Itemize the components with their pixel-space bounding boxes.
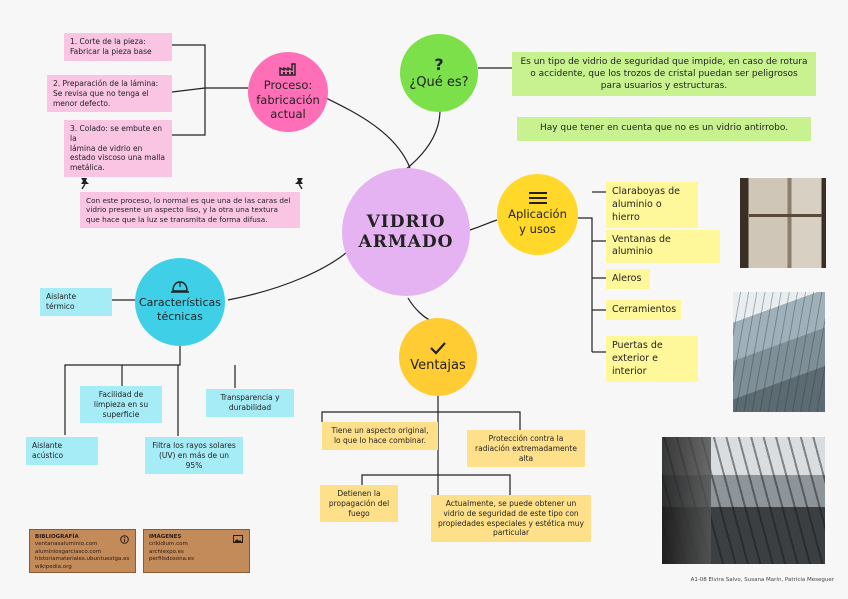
proceso-label-line1: Proceso: <box>263 78 313 93</box>
que-es-definition: Es un tipo de vidrio de seguridad que im… <box>512 52 816 97</box>
proceso-step-2-line1: 2. Preparación de la lámina: <box>53 79 159 88</box>
center-node: VIDRIO ARMADO <box>342 168 470 296</box>
que-es-note: Hay que tener en cuenta que no es un vid… <box>517 117 811 141</box>
caracteristicas-item-5: Filtra los rayos solares (UV) en más de … <box>145 437 243 475</box>
proceso-step-2: 2. Preparación de la lámina: Se revisa q… <box>47 75 172 113</box>
caracteristicas-item-4: Aislante acústico <box>26 437 98 465</box>
aplicacion-item-2: Ventanas de aluminio <box>606 230 720 263</box>
bibliografia-title: BIBLIOGRAFÍA <box>35 534 79 540</box>
proceso-note: Con este proceso, lo normal es que una d… <box>80 192 300 229</box>
ventajas-item-2: Protección contra la radiación extremada… <box>467 430 585 468</box>
caracteristicas-label-line1: Características <box>138 296 221 310</box>
caracteristicas-item-3: Transparencia y durabilidad <box>206 389 294 417</box>
bibliografia-line-2: aluminiosgarciasco.com <box>35 548 102 555</box>
aplicacion-item-3: Aleros <box>606 269 650 290</box>
que-es-label: ¿Qué es? <box>409 74 469 90</box>
hard-hat-icon <box>171 281 189 294</box>
proceso-label-line3: actual <box>270 107 306 122</box>
ventajas-node: Ventajas <box>399 318 477 396</box>
ventajas-label: Ventajas <box>410 358 466 373</box>
proceso-step-1: 1. Corte de la pieza: Fabricar la pieza … <box>64 33 172 61</box>
proceso-step-3: 3. Colado: se embute en la lámina de vid… <box>64 120 172 177</box>
factory-icon <box>279 63 296 77</box>
pushpin-icon-right <box>295 178 303 190</box>
aplicacion-label-line2: y usos <box>519 222 556 236</box>
center-title-line2: ARMADO <box>358 232 454 252</box>
caracteristicas-node: Características técnicas <box>135 258 225 346</box>
pushpin-icon-left <box>81 178 89 190</box>
ventajas-item-1: Tiene un aspecto original, lo que lo hac… <box>322 422 438 450</box>
credits: A1-08 Elvira Salvo, Susana Marín, Patric… <box>690 577 834 583</box>
bibliografia-line-1: ventanasaluminio.com <box>35 541 98 548</box>
bibliografia-line-3: historiamateriales.ubuntuestga.es <box>35 556 130 563</box>
imagenes-line-2: archiexpo.es <box>149 548 184 555</box>
proceso-step-1-line2: Fabricar la pieza base <box>70 46 152 56</box>
caracteristicas-item-2: Facilidad de limpieza en su superficie <box>80 386 162 424</box>
center-title-line1: VIDRIO <box>366 212 446 232</box>
ventajas-item-3: Detienen la propagación del fuego <box>320 485 398 523</box>
proceso-node: Proceso: fabricación actual <box>248 52 328 132</box>
proceso-step-3-line2: lámina de vidrio en estado viscoso una m… <box>70 143 165 173</box>
imagenes-card: IMÁGENES crikldium.com archiexpo.es perf… <box>143 529 250 573</box>
image-icon <box>233 535 243 543</box>
proceso-step-2-line2: Se revisa que no tenga el menor defecto. <box>53 88 149 108</box>
bibliografia-card: BIBLIOGRAFÍA ventanasaluminio.com alumin… <box>29 529 136 573</box>
checkmark-icon <box>430 342 446 355</box>
caracteristicas-label-line2: técnicas <box>157 310 203 323</box>
aplicacion-item-1: Claraboyas de aluminio o hierro <box>606 182 698 229</box>
question-icon: ? <box>434 54 444 74</box>
bibliografia-line-4: wikipedia.org <box>35 563 72 570</box>
info-icon <box>120 535 129 544</box>
ventajas-item-4: Actualmente, se puede obtener un vidrio … <box>431 495 591 542</box>
proceso-step-1-line1: 1. Corte de la pieza: <box>70 37 146 46</box>
skylight-photo <box>733 292 825 412</box>
station-photo <box>662 437 825 564</box>
imagenes-line-3: perfilsdosona.es <box>149 556 194 563</box>
menu-icon <box>528 192 547 205</box>
que-es-node: ? ¿Qué es? <box>400 34 478 112</box>
imagenes-title: IMÁGENES <box>149 534 182 540</box>
proceso-label-line2: fabricación <box>256 92 320 107</box>
aplicacion-label-line1: Aplicación <box>508 207 567 222</box>
aplicacion-node: Aplicación y usos <box>497 174 578 255</box>
proceso-step-3-line1: 3. Colado: se embute en la <box>70 124 162 143</box>
window-photo <box>740 178 826 268</box>
caracteristicas-item-1: Aislante térmico <box>40 288 112 316</box>
aplicacion-item-4: Cerramientos <box>606 300 681 321</box>
aplicacion-item-5: Puertas de exterior e interior <box>606 336 698 383</box>
imagenes-line-1: crikldium.com <box>149 541 188 548</box>
